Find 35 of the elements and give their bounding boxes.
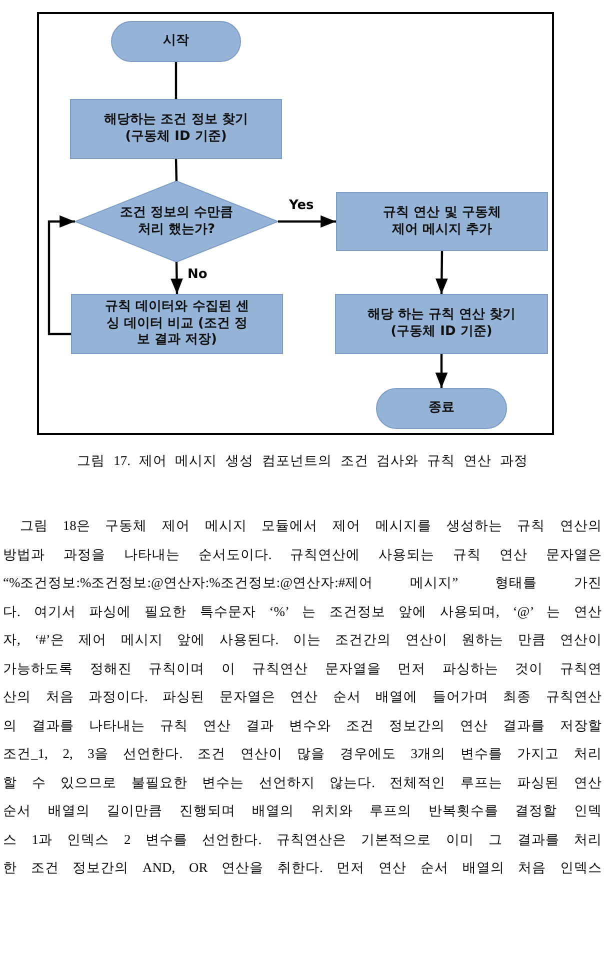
node-label: 해당하는 조건 정보 찾기 (구동체 ID 기준) xyxy=(103,112,249,146)
edge-label: Yes xyxy=(288,198,315,212)
body-text-line: 다. 여기서 파싱에 필요한 특수문자 ‘%’ 는 조건정보 앞에 사용되며, ‘@’ 는 연산 xyxy=(3,602,602,620)
body-text-line: 할 수 있으므로 불필요한 변수는 선언하지 않는다. 전체적인 루프는 파싱된 연산 xyxy=(3,774,602,792)
body-text-line: 방법과 과정을 나타내는 순서도이다. 규칙연산에 사용되는 규칙 연산 문자열은 xyxy=(3,546,602,564)
process-box xyxy=(336,192,548,251)
connector-line xyxy=(174,62,178,99)
terminal-shape xyxy=(376,388,507,429)
body-text-line: 조건_1, 2, 3을 선언한다. 조건 연산이 많을 경우에도 3개의 변수를 가지고 처리 xyxy=(3,745,602,763)
body-text-line: “%조건정보:%조건정보:@연산자:%조건정보:@연산자:#제어 메시지” 형태를 가진 xyxy=(3,574,602,592)
connector-line xyxy=(174,158,178,182)
arrow xyxy=(170,262,183,294)
arrow xyxy=(435,354,448,388)
node-label: 시작 xyxy=(163,33,189,50)
body-text-line: 산의 처음 과정이다. 파싱된 문자열은 연산 순서 배열에 들어가며 최종 규칙연산 xyxy=(3,688,602,706)
body-text-line: 순서 배열의 길이만큼 진행되며 배열의 위치와 루프의 반복횟수를 결정할 인덱 xyxy=(3,802,602,820)
arrow xyxy=(436,250,448,294)
body-text-line: 자, ‘#’은 제어 메시지 앞에 사용된다. 이는 조건간의 연산이 원하는 만큼 연산이 xyxy=(3,631,602,649)
body-text-line: 의 결과를 나타내는 규칙 연산 결과 변수와 조건 정보간의 연산 결과를 저장할 xyxy=(3,716,602,734)
arrow xyxy=(48,215,75,336)
node-label: 해당 하는 규칙 연산 찾기 (구동체 ID 기준) xyxy=(366,307,517,341)
terminal-shape xyxy=(111,21,241,62)
figure-caption: 그림 17. 제어 메시지 생성 컴포넌트의 조건 검사와 규칙 연산 과정 xyxy=(76,452,529,470)
arrow xyxy=(278,215,336,228)
body-text-line: 한 조건 정보간의 AND, OR 연산을 취한다. 먼저 연산 순서 배열의 처음 인덱스 xyxy=(3,859,602,877)
body-text-line: 그림 18은 구동체 제어 메시지 모듈에서 제어 메시지를 생성하는 규칙 연산의 xyxy=(20,517,602,535)
node-label: 조건 정보의 수만큼 처리 했는가? xyxy=(118,204,234,238)
process-box xyxy=(70,99,282,159)
body-text-line: 가능하도록 정해진 규칙이며 이 규칙연산 문자열을 먼저 파싱하는 것이 규칙연 xyxy=(3,660,602,678)
node-label: 규칙 데이터와 수집된 센싱 데이터 비교 (조건 정보 결과 저장) xyxy=(104,298,250,350)
node-label: 규칙 연산 및 구동체 제어 메시지 추가 xyxy=(382,204,502,238)
process-box xyxy=(71,294,283,354)
process-box xyxy=(335,294,548,354)
body-text-line: 스 1과 인덱스 2 변수를 선언한다. 규칙연산은 기본적으로 이미 그 결과를 처리 xyxy=(3,830,602,848)
node-label: 종료 xyxy=(428,400,454,417)
